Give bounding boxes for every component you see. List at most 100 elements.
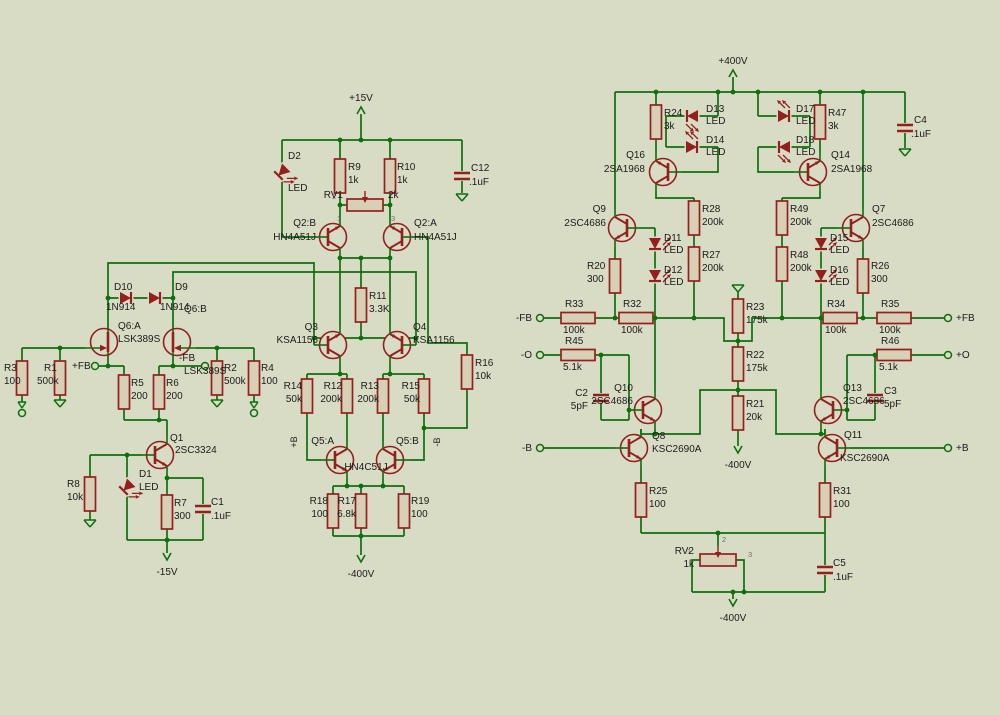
component-Q14[interactable] [794,153,828,191]
component-R13[interactable] [376,378,390,414]
component-R6[interactable] [152,374,166,410]
component-C2[interactable] [592,393,610,403]
component-R47[interactable] [813,104,827,140]
component-Q13[interactable] [813,391,848,429]
component-D2[interactable] [271,161,299,189]
component-D11[interactable] [648,236,671,252]
component-C3[interactable] [866,393,884,403]
junction-dot [421,425,427,431]
component-R27[interactable] [687,246,701,282]
component-R22[interactable] [731,346,745,382]
component-Q6:A[interactable] [85,327,119,357]
component-R4[interactable] [247,360,261,396]
component-R46[interactable] [876,348,912,362]
component-R7[interactable] [160,494,174,530]
terminal--FB[interactable] [200,361,210,371]
component-Q3[interactable] [314,326,348,364]
component-R34[interactable] [822,311,858,325]
component-R2[interactable] [210,360,224,396]
component-Q8[interactable] [615,429,649,467]
terminal-+FB[interactable] [943,313,953,323]
label-R15-value: 50k [404,394,421,405]
component-D12[interactable] [648,268,671,284]
component-R9[interactable] [333,158,347,194]
component-Q7[interactable] [837,209,871,247]
label-R1-ref: R1 [44,363,57,374]
component-R15[interactable] [417,378,431,414]
component-R35[interactable] [876,311,912,325]
component-D14[interactable] [684,131,700,154]
label-D14-ref: D14 [706,135,725,146]
label-D16-ref: D16 [830,265,849,276]
component-R21[interactable] [731,395,745,431]
component-Q6:B[interactable] [162,327,197,357]
terminal--FB[interactable] [535,313,545,323]
component-Q9[interactable] [607,209,642,247]
component-R28[interactable] [687,200,701,236]
label-Q4-value: KSA1156 [413,335,455,346]
component-RV2[interactable] [699,546,737,567]
component-Q4[interactable] [382,326,417,364]
component-Q11[interactable] [817,429,852,467]
component-R8[interactable] [83,476,97,512]
terminal--O[interactable] [535,350,545,360]
component-R14[interactable] [300,378,314,414]
label-Q11-value: KSC2690A [840,453,890,464]
component-R12[interactable] [340,378,354,414]
component-D18[interactable] [776,140,792,163]
component-R10[interactable] [383,158,397,194]
component-D9[interactable] [147,291,163,305]
label-R12-value: 200k [320,394,343,405]
component-D15[interactable] [814,236,837,252]
component-Q1[interactable] [141,436,175,474]
terminal-+FB[interactable] [90,361,100,371]
component-Q5:B[interactable] [375,441,410,479]
component-R25[interactable] [634,482,648,518]
component-R48[interactable] [775,246,789,282]
label-Q9-value: 2SC4686 [564,218,606,229]
component-R3[interactable] [15,360,29,396]
label-RV1-ref: RV1 [324,190,344,201]
component-R5[interactable] [117,374,131,410]
label-D18-ref: D18 [796,135,815,146]
component-C4[interactable] [896,123,914,133]
component-R31[interactable] [818,482,832,518]
label-R4-ref: R4 [261,363,274,374]
component-R1[interactable] [53,360,67,396]
terminal--B[interactable] [535,443,545,453]
component-Q2:B[interactable] [314,218,348,256]
component-RV1[interactable] [346,191,384,212]
component-C12[interactable] [453,171,471,181]
component-D10[interactable] [118,291,134,305]
label-Q2:B-value: HN4A51J [273,232,316,243]
component-R17[interactable] [354,493,368,529]
component-R23[interactable] [731,298,745,334]
component-Q5:A[interactable] [321,441,355,479]
component-Q16[interactable] [648,153,683,191]
component-R26[interactable] [856,258,870,294]
junction-dot [715,530,721,536]
component-D17[interactable] [776,100,792,123]
label-R24-value: 3k [664,121,676,132]
component-R19[interactable] [397,493,411,529]
component-Q2:A[interactable] [382,218,417,256]
component-R11[interactable] [354,287,368,323]
component-C1[interactable] [194,504,212,514]
component-R45[interactable] [560,348,596,362]
component-D16[interactable] [814,268,837,284]
component-R16[interactable] [460,354,474,390]
input-pin-terminal[interactable] [17,408,27,418]
component-D1[interactable] [116,476,144,504]
component-R33[interactable] [560,311,596,325]
component-C5[interactable] [816,565,834,575]
component-R24[interactable] [649,104,663,140]
component-R32[interactable] [618,311,654,325]
label-R33-value: 100k [563,325,586,336]
component-R20[interactable] [608,258,622,294]
terminal-+O[interactable] [943,350,953,360]
terminal-+B[interactable] [943,443,953,453]
component-D13[interactable] [684,109,700,132]
component-R49[interactable] [775,200,789,236]
component-R18[interactable] [326,493,340,529]
input-pin-terminal[interactable] [249,408,259,418]
